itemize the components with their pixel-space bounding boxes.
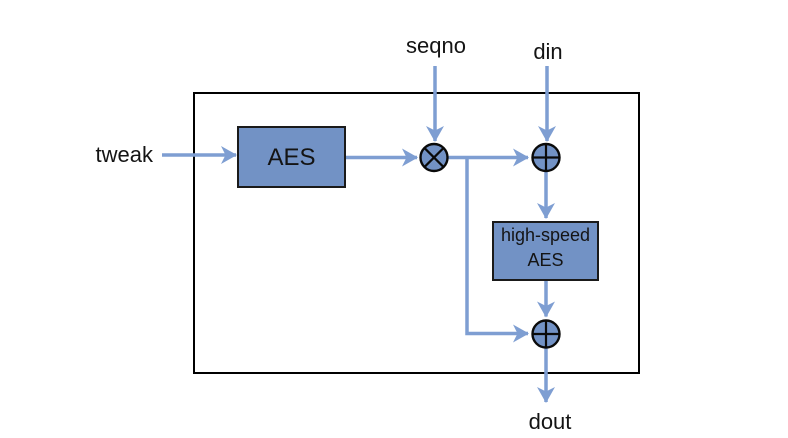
xor-top-plus <box>532 144 560 171</box>
dout-label: dout <box>529 409 572 434</box>
boundary-box <box>193 92 640 374</box>
xor-top-icon <box>531 142 561 173</box>
din-label: din <box>533 39 562 64</box>
xor-bottom-icon <box>531 319 561 349</box>
tweak-label: tweak <box>96 142 154 167</box>
aes-block-label: AES <box>267 144 315 171</box>
multiply-icon <box>419 142 449 173</box>
seqno-label: seqno <box>406 33 466 58</box>
aes-block-rect <box>237 126 346 188</box>
aes-block: AES <box>237 126 346 188</box>
high-speed-aes-block: high-speed AES <box>492 221 599 281</box>
high-speed-aes-label-line2: AES <box>527 250 563 270</box>
multiply-cross <box>424 147 444 168</box>
high-speed-aes-block-rect <box>492 221 599 281</box>
xor-bottom-plus <box>532 320 560 348</box>
bypass-branch-arrow <box>465 157 529 343</box>
high-speed-aes-label-line1: high-speed <box>501 225 590 245</box>
